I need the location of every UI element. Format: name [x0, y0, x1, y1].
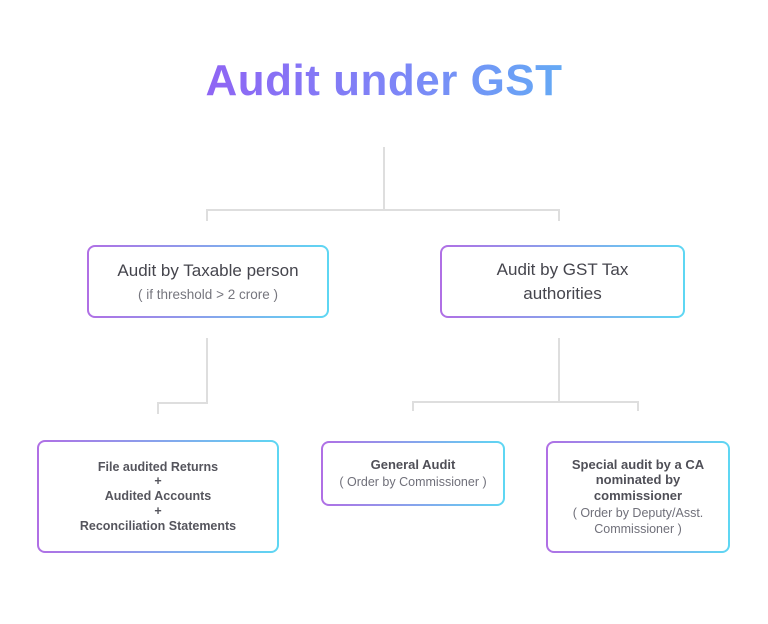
- node-general-audit: General Audit ( Order by Commissioner ): [321, 441, 505, 506]
- node-subtitle: ( Order by Commissioner ): [339, 474, 487, 489]
- node-subtitle: ( Order by Deputy/Asst. Commissioner ): [572, 506, 704, 536]
- node-title: General Audit: [370, 456, 456, 472]
- connector-authorities-children: [412, 401, 639, 411]
- node-line: File audited Returns: [97, 459, 219, 474]
- connector-taxable-child: [157, 338, 208, 414]
- diagram-title: Audit under GST: [0, 56, 768, 106]
- plus-separator: +: [154, 474, 162, 489]
- node-subtitle: ( if threshold > 2 crore ): [138, 287, 278, 303]
- plus-separator: +: [154, 503, 162, 518]
- node-title: Audit by GST Tax authorities: [496, 259, 629, 303]
- node-file-audited-returns: File audited Returns + Audited Accounts …: [37, 440, 279, 553]
- node-audit-by-gst-tax-authorities: Audit by GST Tax authorities: [440, 245, 685, 318]
- node-audit-by-taxable-person: Audit by Taxable person ( if threshold >…: [87, 245, 329, 318]
- connector-level1: [206, 209, 560, 221]
- node-title: Audit by Taxable person: [117, 261, 299, 281]
- node-special-audit: Special audit by a CA nominated by commi…: [546, 441, 730, 553]
- node-line: Reconciliation Statements: [79, 518, 237, 533]
- node-line: Audited Accounts: [104, 489, 212, 504]
- node-title: Special audit by a CA nominated by commi…: [571, 456, 705, 504]
